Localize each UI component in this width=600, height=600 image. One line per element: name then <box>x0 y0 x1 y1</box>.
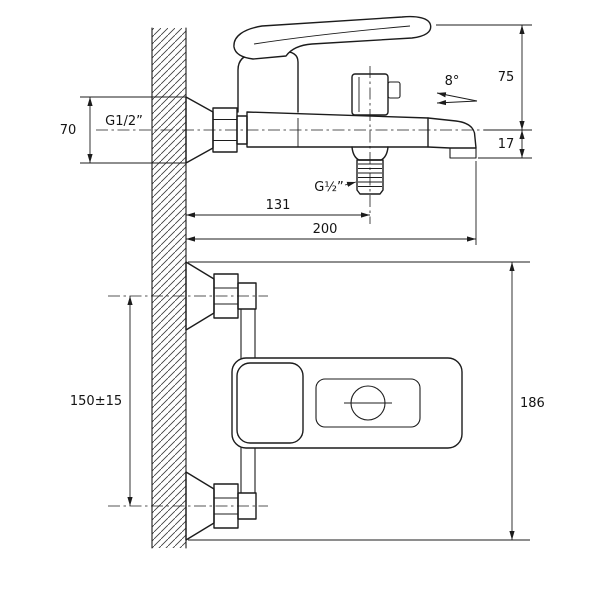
aerator <box>449 147 477 159</box>
handle-crease-line <box>253 25 411 45</box>
upper-inlet-pipe <box>237 282 257 310</box>
mixer-body <box>246 111 429 148</box>
dim-label-186: 186 <box>520 396 545 411</box>
lower-inlet-pipe <box>237 492 257 520</box>
spout <box>427 117 477 149</box>
dim-label-150: 150±15 <box>70 394 122 409</box>
side-view-dimensions: 70 G1/2” 75 17 8° G½” 131 200 <box>60 24 532 245</box>
dim-label-131: 131 <box>266 198 291 213</box>
shower-thread-lines <box>358 163 382 187</box>
front-view <box>108 261 463 541</box>
handle-lever <box>233 15 432 60</box>
dim-label-200: 200 <box>313 222 338 237</box>
mixer-body-front <box>231 357 463 449</box>
face-plate <box>315 378 421 428</box>
handle-front <box>236 362 304 444</box>
side-view <box>96 15 502 224</box>
shower-outlet-nipple <box>356 159 384 195</box>
dim-label-17: 17 <box>498 137 515 152</box>
wall <box>151 27 187 549</box>
label-inlet-thread: G1/2” <box>105 114 143 129</box>
angle-line <box>436 92 478 102</box>
wall-hatching <box>152 28 186 548</box>
diverter-pull-tab <box>387 81 401 99</box>
front-view-dimensions: 150±15 186 <box>70 261 545 541</box>
dim-label-8deg: 8° <box>445 74 460 89</box>
dim-label-75: 75 <box>498 70 515 85</box>
label-shower-thread: G½” <box>314 180 343 195</box>
angle-line <box>436 99 478 106</box>
leader-line <box>344 181 357 187</box>
dim-label-70: 70 <box>60 123 77 138</box>
cartridge-housing <box>237 50 299 113</box>
